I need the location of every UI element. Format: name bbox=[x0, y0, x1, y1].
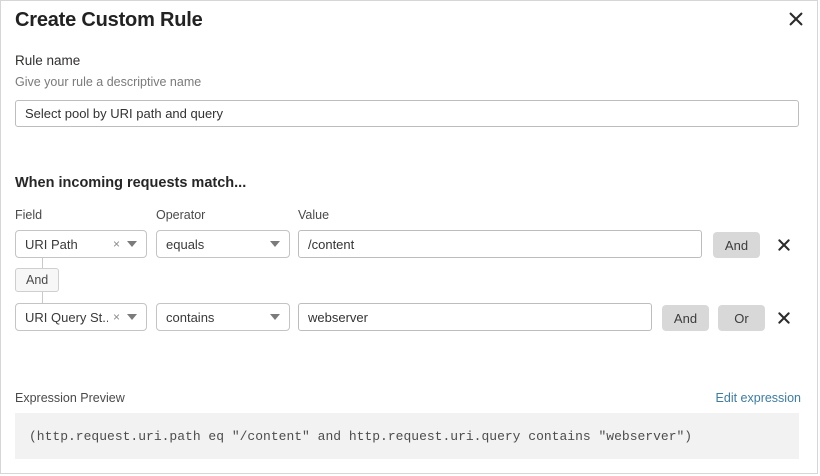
delete-row-2-icon[interactable] bbox=[775, 309, 793, 327]
operator-select-row-2[interactable]: contains bbox=[156, 303, 290, 331]
expression-preview-label: Expression Preview bbox=[15, 391, 125, 405]
value-input-row-1[interactable] bbox=[298, 230, 702, 258]
chevron-down-icon bbox=[270, 241, 280, 247]
matcher-heading: When incoming requests match... bbox=[15, 175, 247, 191]
expression-preview-code: (http.request.uri.path eq "/content" and… bbox=[29, 428, 693, 444]
field-select-row-2-value: URI Query St... bbox=[25, 309, 108, 325]
operator-select-row-2-value: contains bbox=[166, 309, 215, 325]
connector-and-chip[interactable]: And bbox=[15, 268, 60, 292]
close-icon[interactable] bbox=[785, 8, 807, 30]
value-input-row-2[interactable] bbox=[298, 303, 652, 331]
and-button-row-2[interactable]: And bbox=[662, 305, 709, 331]
column-header-field: Field bbox=[15, 208, 43, 222]
page-title: Create Custom Rule bbox=[15, 9, 203, 31]
chevron-down-icon bbox=[127, 241, 137, 247]
column-header-operator: Operator bbox=[156, 208, 206, 222]
field-select-row-1-value: URI Path bbox=[25, 236, 78, 252]
chevron-down-icon bbox=[127, 314, 137, 320]
field-select-row-2[interactable]: URI Query St... × bbox=[15, 303, 147, 331]
delete-row-1-icon[interactable] bbox=[775, 236, 793, 254]
connector-line-bottom bbox=[42, 292, 43, 303]
field-select-row-1[interactable]: URI Path × bbox=[15, 230, 147, 258]
rule-name-label: Rule name bbox=[15, 53, 81, 68]
rule-name-input[interactable] bbox=[15, 100, 799, 127]
connector-line-top bbox=[42, 258, 43, 268]
rule-name-hint: Give your rule a descriptive name bbox=[15, 75, 202, 89]
clear-x-icon[interactable]: × bbox=[112, 237, 120, 251]
column-header-value: Value bbox=[298, 208, 330, 222]
edit-expression-link[interactable]: Edit expression bbox=[715, 391, 801, 405]
or-button-row-2[interactable]: Or bbox=[718, 305, 765, 331]
and-button-row-1[interactable]: And bbox=[713, 232, 760, 258]
operator-select-row-1-value: equals bbox=[166, 236, 205, 252]
expression-preview-box: (http.request.uri.path eq "/content" and… bbox=[15, 413, 799, 459]
clear-x-icon[interactable]: × bbox=[112, 310, 120, 324]
operator-select-row-1[interactable]: equals bbox=[156, 230, 290, 258]
chevron-down-icon bbox=[270, 314, 280, 320]
